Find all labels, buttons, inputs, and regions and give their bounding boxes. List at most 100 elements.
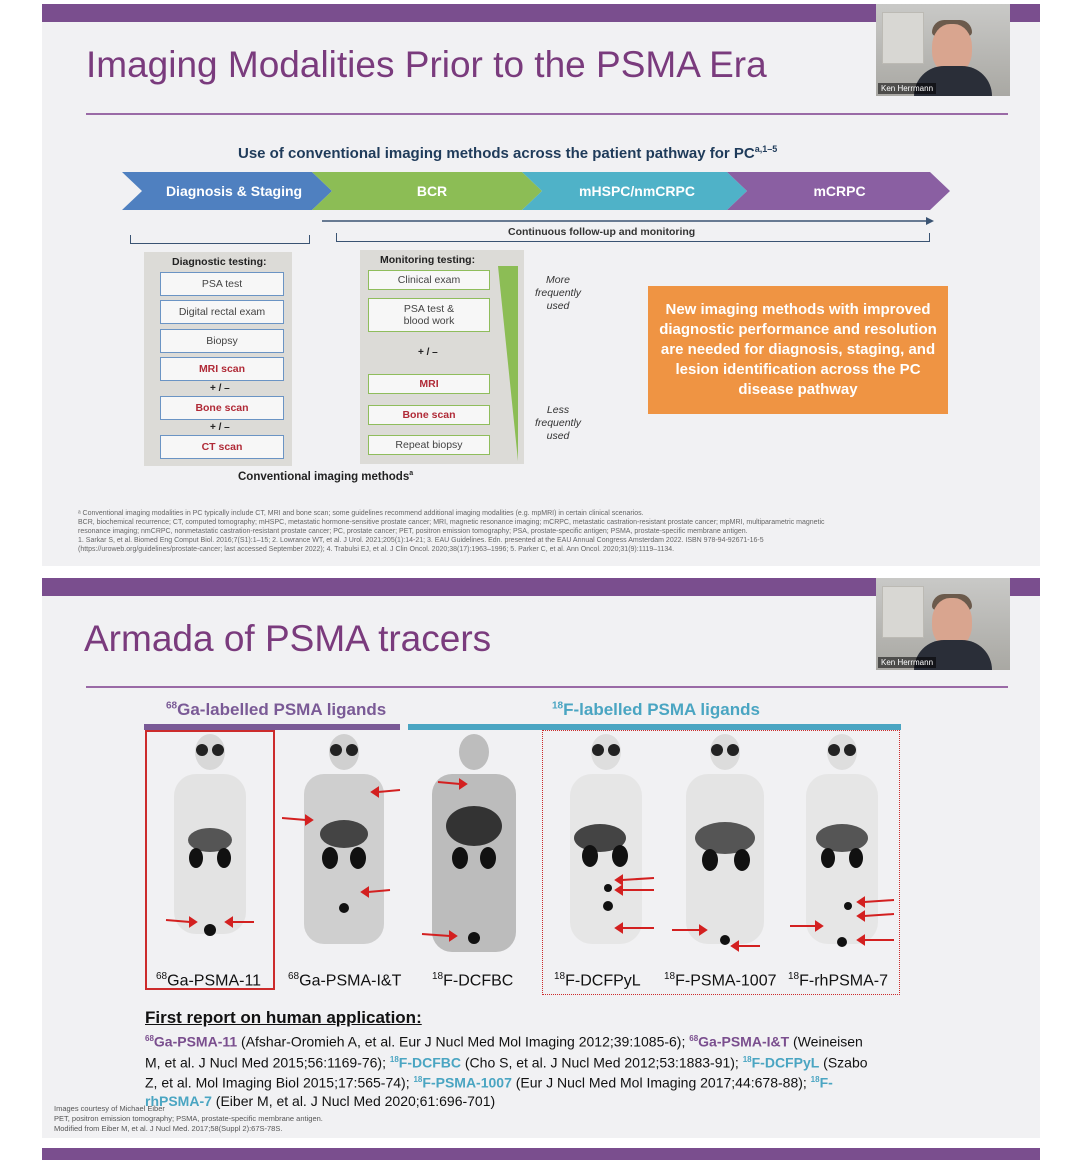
- conventional-imaging-sup: a: [409, 470, 414, 477]
- scan-label-f-dcfpyl: 18F-DCFPyL: [554, 971, 641, 990]
- ga-group-bar: [144, 724, 400, 730]
- diagnostic-title: Diagnostic testing:: [172, 256, 267, 268]
- f-group-text: F-labelled PSMA ligands: [563, 700, 760, 719]
- ref-tracer-name: F-DCFBC: [398, 1054, 461, 1071]
- scan-label-sup: 68: [156, 971, 168, 982]
- scan-label-sup: 18: [554, 971, 566, 982]
- ref-citation: (Eiber M, et al. J Nucl Med 2020;61:696-…: [211, 1092, 496, 1109]
- footnote-line-2: BCR, biochemical recurrence; CT, compute…: [78, 519, 825, 526]
- plus-minus-1: + / –: [210, 383, 230, 394]
- diagnostic-item-bone-scan: Bone scan: [160, 396, 284, 420]
- chevron-label-diagnosis: Diagnosis & Staging: [165, 183, 303, 199]
- chevron-mcrpc: [727, 172, 950, 210]
- footnote-line-1: ᵃ Conventional imaging modalities in PC …: [78, 510, 644, 517]
- pathway-arrow: [122, 172, 950, 210]
- scan-label-f-psma-1007: 18F-PSMA-1007: [664, 971, 777, 990]
- first-report-heading: First report on human application:: [145, 1008, 422, 1027]
- ga-group-sup: 68: [166, 700, 178, 712]
- less-frequently-label: Less frequently used: [534, 404, 582, 443]
- scan-label-text: Ga-PSMA-11: [167, 972, 262, 990]
- ga-group-label: 68Ga-labelled PSMA ligands: [166, 700, 386, 720]
- diagnostic-item-dre: Digital rectal exam: [160, 300, 284, 324]
- scan-label-f-dcfbc: 18F-DCFBC: [432, 971, 513, 990]
- callout-box: New imaging methods with improved diagno…: [648, 286, 948, 414]
- ref-citation: (Szabo Z, et al. Mol Imaging Biol 2015;1…: [145, 1054, 868, 1091]
- bracket-monitoring: [336, 233, 930, 242]
- f-group-sup: 18: [552, 700, 564, 712]
- scan-f-psma-1007[interactable]: [666, 730, 784, 966]
- scan-ga-psma-11[interactable]: [154, 730, 266, 966]
- frequency-wedge: [498, 266, 518, 461]
- monitoring-item-psa: PSA test & blood work: [368, 298, 490, 332]
- presenter-name: Ken Herrmann: [878, 83, 937, 94]
- scan-label-sup: 18: [788, 971, 800, 982]
- ga-group-text: Ga-labelled PSMA ligands: [177, 700, 387, 719]
- chevron-label-bcr: BCR: [416, 183, 448, 199]
- ref-citation: (Afshar-Oromieh A, et al. Eur J Nucl Med…: [237, 1033, 690, 1050]
- monitoring-item-clinical: Clinical exam: [368, 270, 490, 290]
- pathway-subheading-text: Use of conventional imaging methods acro…: [238, 145, 755, 162]
- title-rule: [86, 686, 1008, 688]
- presenter-name: Ken Herrmann: [878, 657, 937, 668]
- f-group-bar: [408, 724, 901, 730]
- chevron-mhspc: [522, 172, 747, 210]
- pathway-subheading: Use of conventional imaging methods acro…: [238, 144, 777, 162]
- diagnostic-item-biopsy: Biopsy: [160, 329, 284, 353]
- chevron-diagnosis-staging: [122, 172, 332, 210]
- scan-label-ga-psma-it: 68Ga-PSMA-I&T: [288, 971, 401, 990]
- ref-citation: (Weineisen M, et al. J Nucl Med 2015;56:…: [145, 1033, 863, 1071]
- ref-tracer-name: Ga-PSMA-I&T: [698, 1033, 790, 1050]
- monitoring-item-bone-scan: Bone scan: [368, 405, 490, 425]
- webcam-background-frame: [882, 12, 924, 64]
- scan-ga-psma-it[interactable]: [282, 730, 406, 966]
- chevron-bcr: [312, 172, 542, 210]
- scan-f-rhpsma-7[interactable]: [786, 730, 898, 966]
- slide-imaging-modalities: Imaging Modalities Prior to the PSMA Era…: [42, 4, 1040, 566]
- plus-minus-3: + / –: [418, 347, 438, 358]
- continuous-followup-label: Continuous follow-up and monitoring: [508, 226, 696, 238]
- slide-top-bar: [42, 578, 1040, 596]
- continuous-arrow: [322, 217, 934, 225]
- f-tracer-frame: [542, 730, 900, 995]
- ref-tracer-name: F-DCFPyL: [751, 1054, 820, 1071]
- scan-label-ga-psma-11: 68Ga-PSMA-11: [156, 971, 261, 990]
- credit-line-1: Images courtesy of Michael Eiber: [54, 1104, 165, 1113]
- scan-f-dcfpyl[interactable]: [550, 730, 662, 966]
- footnote-line-3: resonance imaging; nmCRPC, nonmetastatic…: [78, 528, 748, 535]
- ref-tracer-name: F-rhPSMA-7: [145, 1074, 833, 1109]
- chevron-label-mcrpc: mCRPC: [813, 183, 866, 199]
- conventional-imaging-label: Conventional imaging methodsa: [238, 470, 413, 483]
- first-report-references: 68Ga-PSMA-11 (Afshar-Oromieh A, et al. E…: [145, 1033, 868, 1109]
- f-group-label: 18F-labelled PSMA ligands: [552, 700, 760, 720]
- more-frequently-label: More frequently used: [534, 274, 582, 313]
- ref-citation: (Cho S, et al. J Nucl Med 2012;53:1883-9…: [461, 1054, 743, 1071]
- scan-label-text: F-DCFBC: [443, 972, 514, 990]
- scan-label-sup: 68: [288, 971, 300, 982]
- credit-line-2: PET, positron emission tomography; PSMA,…: [54, 1114, 323, 1123]
- title-rule: [86, 113, 1008, 115]
- chevron-label-mhspc: mHSPC/nmCRPC: [579, 183, 695, 199]
- presenter-webcam[interactable]: Ken Herrmann: [876, 578, 1010, 670]
- slide-top-bar: [42, 4, 1040, 22]
- diagnostic-item-mri: MRI scan: [160, 357, 284, 381]
- diagnostic-item-psa: PSA test: [160, 272, 284, 296]
- pathway-subheading-sup: a,1–5: [754, 144, 778, 154]
- footnote-line-4: 1. Sarkar S, et al. Biomed Eng Comput Bi…: [78, 537, 764, 544]
- monitoring-title: Monitoring testing:: [380, 254, 476, 266]
- presenter-webcam[interactable]: Ken Herrmann: [876, 4, 1010, 96]
- presenter-face: [932, 24, 972, 74]
- scan-label-text: F-PSMA-1007: [675, 972, 777, 990]
- slide-psma-tracers: Armada of PSMA tracers Ken Herrmann 68Ga…: [42, 578, 1040, 1138]
- ref-citation: (Eur J Nucl Med Mol Imaging 2017;44:678-…: [511, 1074, 811, 1091]
- scan-label-sup: 18: [432, 971, 444, 982]
- scan-label-text: F-rhPSMA-7: [799, 972, 889, 990]
- bracket-diagnosis: [130, 235, 310, 244]
- monitoring-item-mri: MRI: [368, 374, 490, 394]
- plus-minus-2: + / –: [210, 422, 230, 433]
- scan-label-text: Ga-PSMA-I&T: [299, 972, 402, 990]
- monitoring-item-repeat-biopsy: Repeat biopsy: [368, 435, 490, 455]
- slide-title: Imaging Modalities Prior to the PSMA Era: [86, 44, 767, 85]
- scan-f-dcfbc[interactable]: [416, 730, 532, 966]
- slide-title: Armada of PSMA tracers: [84, 618, 492, 659]
- credit-line-3: Modified from Eiber M, et al. J Nucl Med…: [54, 1124, 283, 1133]
